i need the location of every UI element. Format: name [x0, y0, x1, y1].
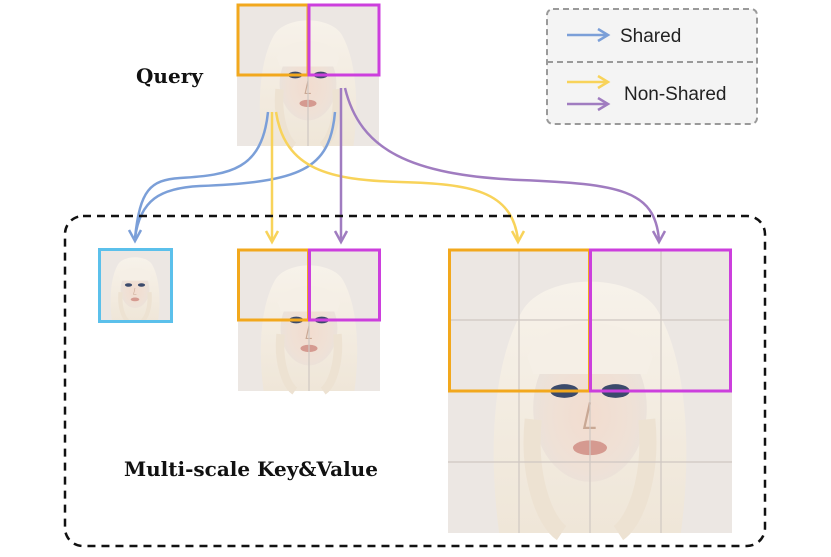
medium-kv-image — [238, 249, 380, 391]
small-kv-image — [99, 249, 172, 322]
legend-box — [546, 8, 758, 125]
shared-arrow-2 — [133, 111, 337, 239]
legend-shared-label: Shared — [620, 26, 681, 47]
shared-arrow-icon — [567, 27, 611, 43]
shared-arrow-1 — [133, 111, 270, 239]
nonshared-yellow-arrow-long — [274, 111, 520, 241]
query-label: Query — [136, 64, 204, 88]
legend-nonshared-label: Non-Shared — [624, 84, 726, 105]
medium-patch-magenta — [308, 248, 381, 322]
large-kv-image — [448, 249, 732, 533]
query-image — [237, 4, 379, 146]
nonshared-purple-arrow-long — [343, 87, 661, 241]
query-patch-magenta — [307, 3, 381, 77]
multiscale-label: Multi-scale Key&Value — [124, 457, 378, 481]
nonshared-purple-arrow-icon — [567, 96, 611, 112]
small-kv-border — [98, 248, 173, 323]
legend: Shared Non-Shared — [546, 8, 758, 125]
large-patch-magenta — [589, 248, 732, 393]
multiscale-container — [63, 214, 767, 548]
nonshared-yellow-arrow-icon — [567, 74, 611, 90]
arrows — [127, 87, 667, 245]
